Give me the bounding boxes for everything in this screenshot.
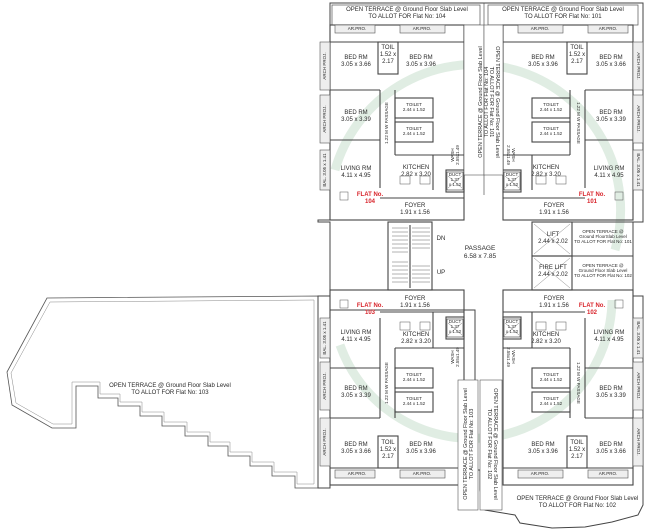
- arch-proj-label: ARCH PROJ.: [322, 52, 327, 80]
- arch-proj-label: ARCH PROJ.: [636, 105, 641, 133]
- passage-width-label: 1.22 M W PASSAGE: [576, 362, 581, 404]
- lift-cross-marks: [533, 223, 571, 289]
- arch-proj-label: ARCH PROJ.: [322, 428, 327, 456]
- arch-proj-label: ARCH PROJ.: [322, 105, 327, 133]
- balcony-label: BAL. 3.05 x 1.41: [322, 321, 327, 355]
- flat-104-label: FLAT No.104: [356, 192, 384, 205]
- terrace-103-outline: [6, 295, 319, 489]
- ar-pro-label: AR.PRO.: [598, 471, 618, 476]
- fixture-marks: [339, 175, 624, 331]
- ar-pro-label: AR.PRO.: [412, 471, 432, 476]
- duct-crosses: [447, 175, 520, 336]
- flat-102-label: FLAT No.102: [578, 303, 606, 316]
- ar-pro-label: AR.PRO.: [598, 26, 618, 31]
- stair-down-label: DN: [436, 236, 446, 242]
- passage-width-label: 1.22 M W PASSAGE: [576, 102, 581, 144]
- core-walls: [387, 221, 633, 291]
- balcony-label: BAL. 3.05 x 1.41: [636, 321, 641, 355]
- arch-proj-label: ARCH PROJ.: [636, 52, 641, 80]
- ar-pro-label: AR.PRO.: [347, 26, 367, 31]
- ar-pro-label: AR.PRO.: [412, 26, 432, 31]
- arch-proj-label: ARCH PROJ.: [636, 372, 641, 400]
- ar-pro-label: AR.PRO.: [530, 471, 550, 476]
- arch-proj-label: ARCH PROJ.: [636, 428, 641, 456]
- terrace-103-inner: [10, 299, 315, 485]
- passage-width-label: 1.22 M W PASSAGE: [384, 362, 389, 404]
- flat-103-label: FLAT No.103: [356, 303, 384, 316]
- balcony-label: BAL. 3.05 x 1.41: [636, 153, 641, 187]
- projection-strips: [319, 24, 644, 479]
- passage-width-label: 1.22 M W PASSAGE: [384, 102, 389, 144]
- arch-proj-label: ARCH PROJ.: [322, 372, 327, 400]
- ar-pro-label: AR.PRO.: [530, 26, 550, 31]
- stair-up-label: UP: [436, 270, 446, 276]
- ar-pro-label: AR.PRO.: [347, 471, 367, 476]
- vertical-terraces: [457, 24, 504, 511]
- staircase: [392, 227, 430, 283]
- balcony-label: BAL. 3.05 x 1.41: [322, 153, 327, 187]
- flat-101-label: FLAT No.101: [578, 192, 606, 205]
